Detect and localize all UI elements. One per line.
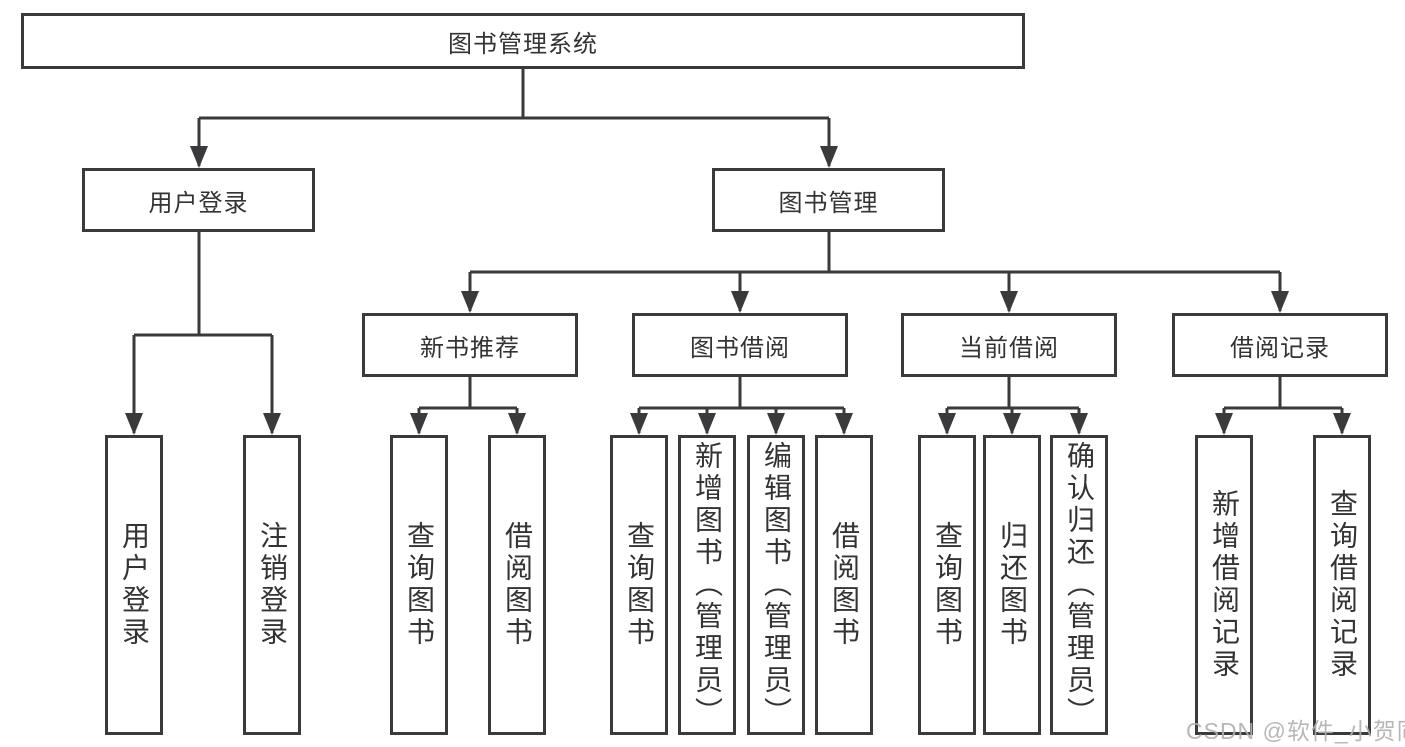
leaf-return-books: 归还图书: [983, 435, 1041, 735]
leaf-edit-books-admin-label: 编辑图书（管理员）: [761, 441, 792, 729]
node-new-book-recommend: 新书推荐: [362, 313, 578, 377]
leaf-borrow-borrow-books-label: 借阅图书: [829, 521, 860, 649]
leaf-query-borrow-record: 查询借阅记录: [1313, 435, 1371, 735]
leaf-newbook-borrow-books: 借阅图书: [488, 435, 546, 735]
leaf-add-books-admin: 新增图书（管理员）: [678, 435, 736, 735]
node-current-borrow: 当前借阅: [901, 313, 1117, 377]
leaf-query-borrow-record-label: 查询借阅记录: [1327, 489, 1358, 681]
leaf-user-login: 用户登录: [105, 435, 163, 735]
leaf-confirm-return-admin: 确认归还（管理员）: [1050, 435, 1108, 735]
leaf-borrow-query-books: 查询图书: [610, 435, 668, 735]
watermark: CSDN @软件_小贺同学: [1186, 718, 1405, 744]
leaf-return-books-label: 归还图书: [997, 521, 1028, 649]
node-library-system-label: 图书管理系统: [448, 30, 598, 58]
node-current-borrow-label: 当前借阅: [959, 334, 1059, 362]
node-library-system: 图书管理系统: [21, 13, 1025, 69]
leaf-logout-login: 注销登录: [243, 435, 301, 735]
leaf-newbook-borrow-books-label: 借阅图书: [502, 521, 533, 649]
node-new-book-recommend-label: 新书推荐: [420, 334, 520, 362]
leaf-borrow-query-books-label: 查询图书: [624, 521, 655, 649]
leaf-current-query-books-label: 查询图书: [932, 521, 963, 649]
node-user-login-label: 用户登录: [148, 189, 249, 217]
leaf-logout-login-label: 注销登录: [257, 521, 288, 649]
node-borrow-records-label: 借阅记录: [1230, 334, 1330, 362]
leaf-confirm-return-admin-label: 确认归还（管理员）: [1064, 441, 1095, 729]
node-book-borrow: 图书借阅: [632, 313, 848, 377]
node-book-management-label: 图书管理: [778, 189, 879, 217]
leaf-add-books-admin-label: 新增图书（管理员）: [692, 441, 723, 729]
node-user-login: 用户登录: [82, 168, 315, 232]
leaf-edit-books-admin: 编辑图书（管理员）: [747, 435, 805, 735]
leaf-add-borrow-record-label: 新增借阅记录: [1209, 489, 1240, 681]
leaf-user-login-label: 用户登录: [119, 521, 150, 649]
leaf-borrow-borrow-books: 借阅图书: [815, 435, 873, 735]
node-book-management: 图书管理: [712, 168, 945, 232]
leaf-current-query-books: 查询图书: [918, 435, 976, 735]
node-book-borrow-label: 图书借阅: [690, 334, 790, 362]
leaf-newbook-query-books: 查询图书: [390, 435, 448, 735]
leaf-newbook-query-books-label: 查询图书: [404, 521, 435, 649]
node-borrow-records: 借阅记录: [1172, 313, 1388, 377]
leaf-add-borrow-record: 新增借阅记录: [1195, 435, 1253, 735]
